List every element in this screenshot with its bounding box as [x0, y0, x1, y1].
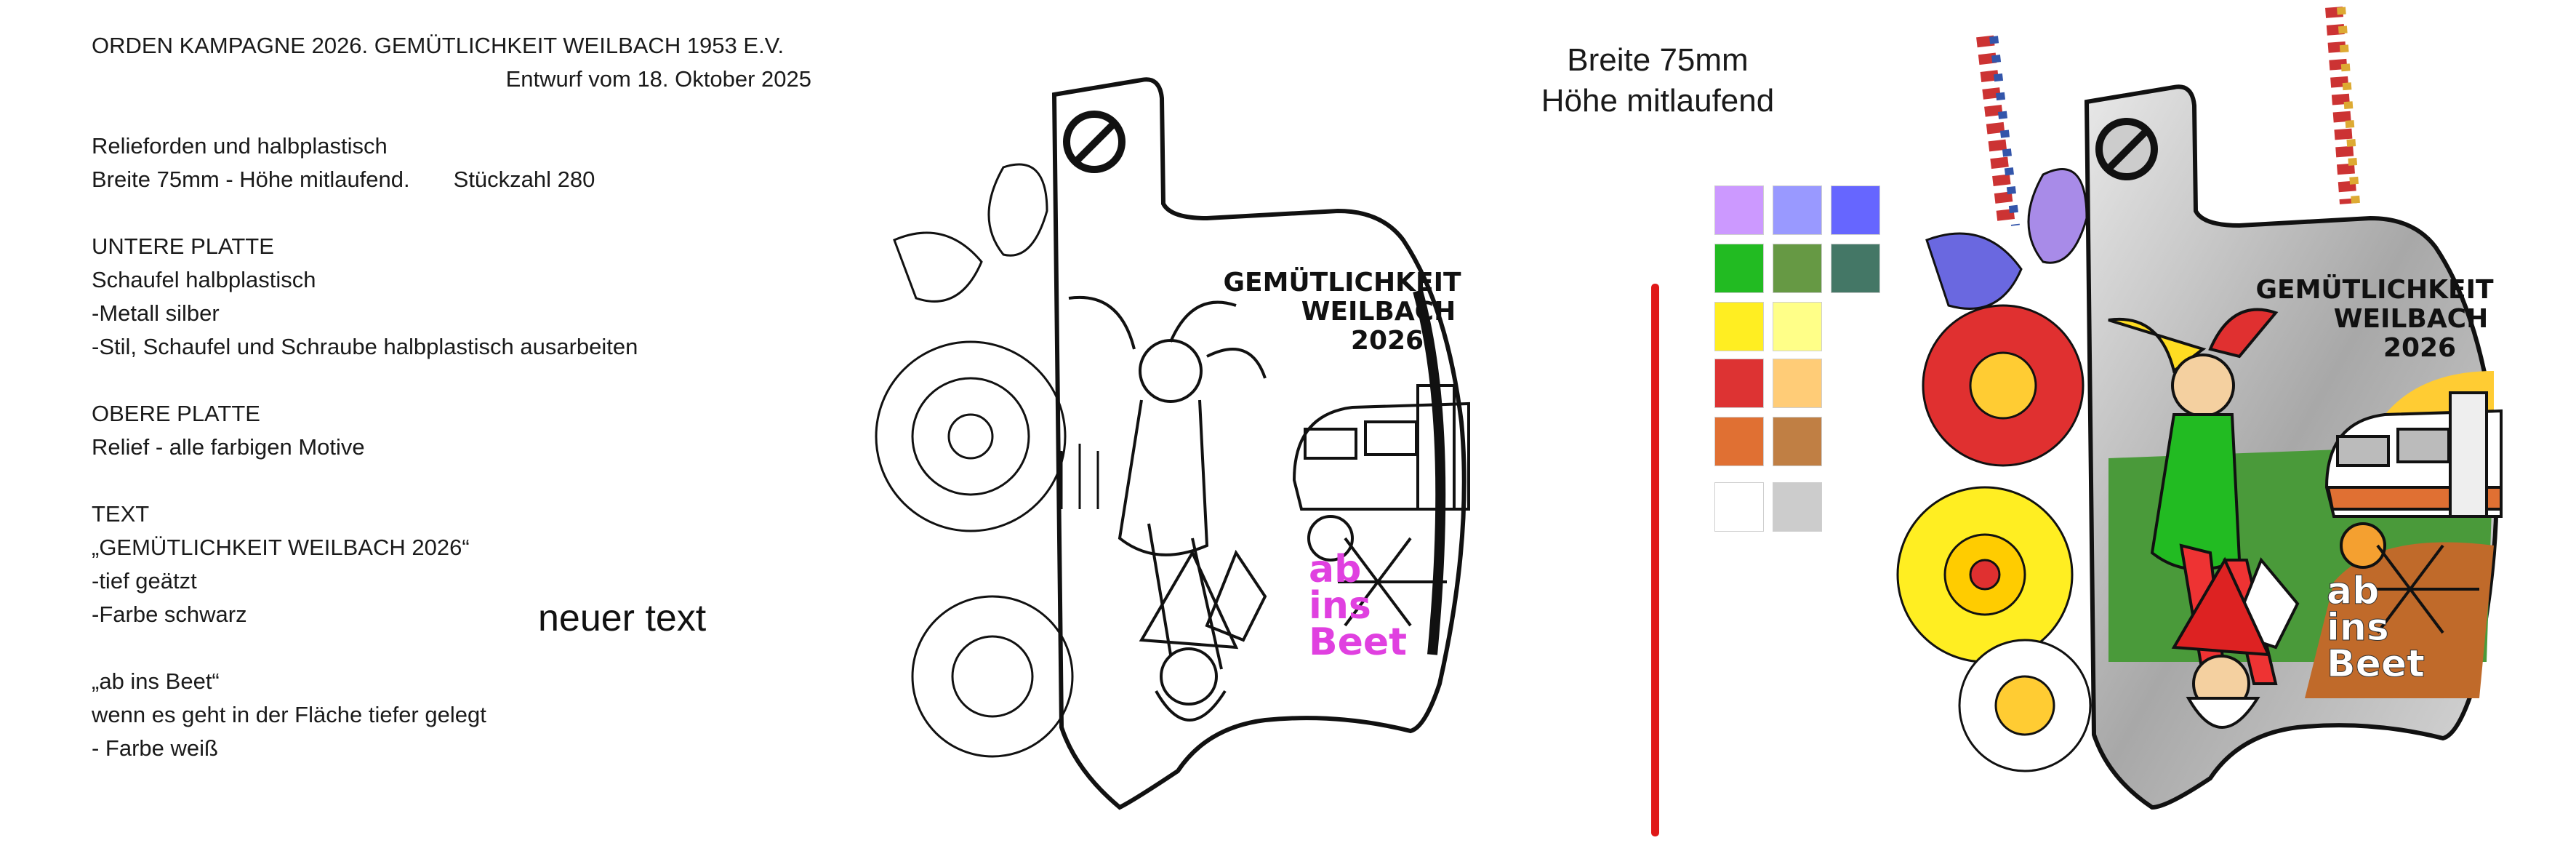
gnome-line-icon [1139, 549, 1239, 722]
slogan-beet: Beet [1309, 620, 1407, 664]
beet-item: wenn es geht in der Fläche tiefer gelegt [92, 702, 486, 727]
text-heading: TEXT [92, 501, 150, 527]
slogan-ab: ab [1309, 548, 1361, 591]
beet-item: - Farbe weiß [92, 735, 218, 761]
text-item: -tief geätzt [92, 568, 197, 594]
swatch [1714, 417, 1764, 466]
swatch [1773, 359, 1822, 408]
caravan-icon [1292, 384, 1470, 627]
flowers-color-icon [1896, 168, 2092, 772]
height-label: Höhe mitlaufend [1541, 83, 1775, 119]
jester-line-icon [1068, 295, 1267, 670]
swatch [1714, 302, 1764, 351]
swatch [1831, 185, 1880, 235]
size-text: Breite 75mm - Höhe mitlaufend. [92, 167, 410, 192]
flowers-line-icon [875, 163, 1099, 758]
swatch [1773, 244, 1822, 293]
medal-title-1: GEMÜTLICHKEIT [1223, 267, 1461, 297]
height-marker-line [1651, 284, 1659, 836]
draft-date: Entwurf vom 18. Oktober 2025 [505, 66, 811, 92]
spec-title: ORDEN KAMPAGNE 2026. GEMÜTLICHKEIT WEILB… [92, 33, 785, 58]
medal-color: GEMÜTLICHKEIT WEILBACH 2026 [1896, 7, 2503, 810]
slogan-beet: Beet [2327, 642, 2425, 686]
swatch [1773, 417, 1822, 466]
medal-title-3: 2026 [2383, 333, 2456, 363]
slogan-ins: ins [1309, 584, 1371, 628]
swatch [1773, 302, 1822, 351]
type-line: Relieforden und halbplastisch [92, 133, 388, 159]
medal-line-art: GEMÜTLICHKEIT WEILBACH 2026 ab ins Beet [875, 77, 1470, 810]
lower-plate-item: Schaufel halbplastisch [92, 267, 316, 292]
swatch [1773, 482, 1822, 532]
medal-title-1: GEMÜTLICHKEIT [2255, 274, 2494, 305]
swatch [1714, 244, 1764, 293]
swatch [1773, 185, 1822, 235]
upper-plate-item: Relief - alle farbigen Motive [92, 434, 365, 460]
lower-plate-heading: UNTERE PLATTE [92, 233, 274, 259]
width-label: Breite 75mm [1567, 42, 1749, 78]
spec-text-block: ORDEN KAMPAGNE 2026. GEMÜTLICHKEIT WEILB… [92, 29, 819, 765]
slogan-ab: ab [2327, 570, 2379, 613]
swatch [1714, 185, 1764, 235]
shovel-outline [1051, 77, 1466, 810]
slogan-ins: ins [2327, 606, 2389, 650]
caravan-icon [2324, 391, 2503, 634]
lower-plate-item: -Stil, Schaufel und Schraube halbplastis… [92, 334, 638, 359]
beet-heading: „ab ins Beet“ [92, 668, 220, 694]
medal-title-3: 2026 [1351, 326, 1424, 356]
ribbon-cord-icon [1976, 7, 2360, 227]
swatch [1831, 244, 1880, 293]
lower-plate-item: -Metall silber [92, 300, 220, 326]
upper-plate-heading: OBERE PLATTE [92, 401, 260, 426]
text-item: „GEMÜTLICHKEIT WEILBACH 2026“ [92, 535, 470, 560]
dimensions-label: Breite 75mm Höhe mitlaufend [1505, 40, 1810, 121]
swatch [1714, 359, 1764, 408]
swatch [1714, 482, 1764, 532]
gnome-color-icon [2171, 556, 2271, 729]
medal-title-2: WEILBACH [2334, 304, 2488, 334]
size-line: Breite 75mm - Höhe mitlaufend. Stückzahl … [92, 163, 819, 196]
note-new-text: neuer text [538, 597, 707, 639]
text-item: -Farbe schwarz [92, 602, 247, 627]
quantity: Stückzahl 280 [453, 167, 595, 192]
medal-title-2: WEILBACH [1301, 297, 1456, 327]
